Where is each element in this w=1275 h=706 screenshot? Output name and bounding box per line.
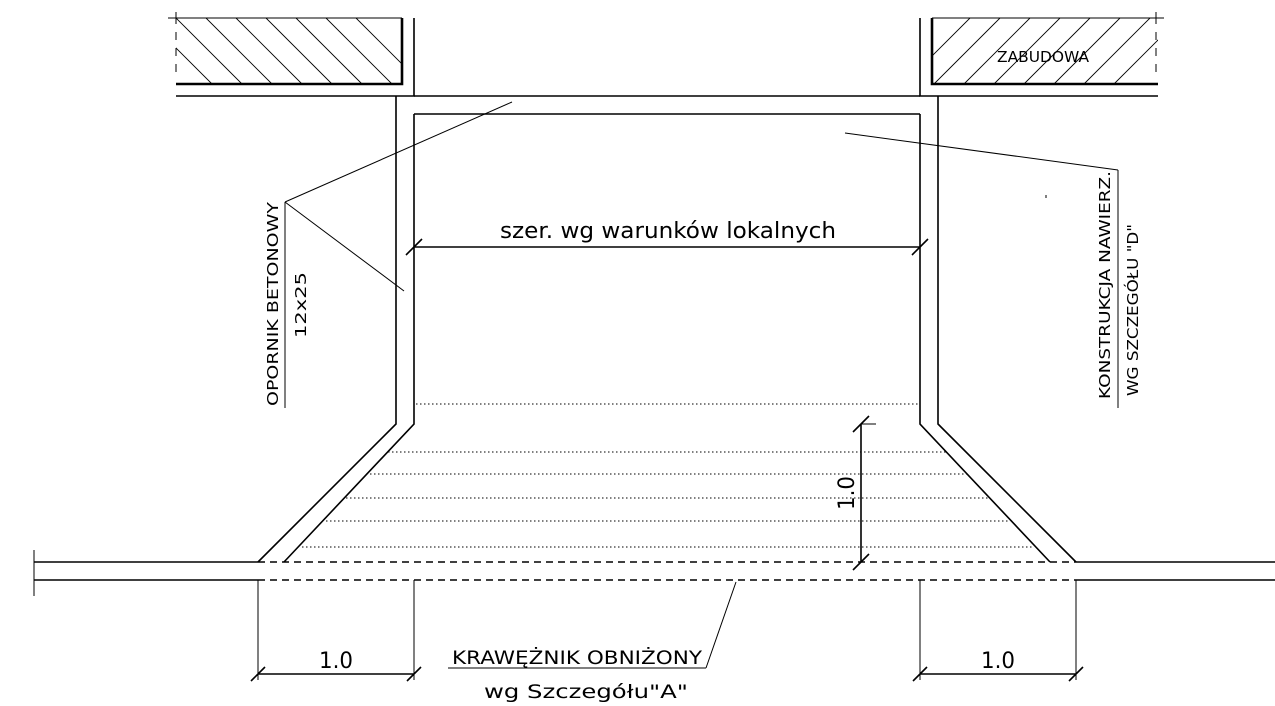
leader-lowered-curb (448, 581, 737, 669)
curb-right (919, 96, 1077, 563)
width-dimension (405, 238, 929, 256)
width-dimension-label: szer. wg warunków lokalnych (500, 219, 836, 244)
pavement-dotted-hatch (302, 403, 1034, 548)
curb-left (257, 96, 415, 563)
leader-pavement-right (844, 132, 1119, 408)
curb-left-label-line2: 12x25 (292, 272, 310, 338)
pavement-label-line2: WG SZCZEGÓŁU "D" (1123, 224, 1142, 396)
lowered-curb-label-line2: wg Szczegółu"A" (484, 681, 688, 703)
road-edge (33, 550, 1275, 596)
building-label: ZABUDOWA (997, 48, 1090, 66)
dimension-right (912, 580, 1084, 682)
threshold-band (414, 95, 920, 115)
dimension-left-label: 1.0 (319, 649, 353, 674)
lowered-curb-label-line1: KRAWĘŻNIK OBNIŻONY (452, 646, 702, 669)
building-left (168, 12, 415, 97)
vertical-dimension (852, 415, 876, 571)
dimension-left (250, 580, 422, 682)
pavement-label-line1: KONSTRUKCJA NAWIERZ. (1096, 171, 1114, 399)
dimension-right-label: 1.0 (981, 649, 1015, 674)
curb-left-label-line1: OPORNIK BETONOWY (264, 201, 282, 406)
building-right (919, 12, 1164, 97)
vertical-dimension-label: 1.0 (835, 476, 860, 510)
leader-curb-left (284, 101, 513, 408)
